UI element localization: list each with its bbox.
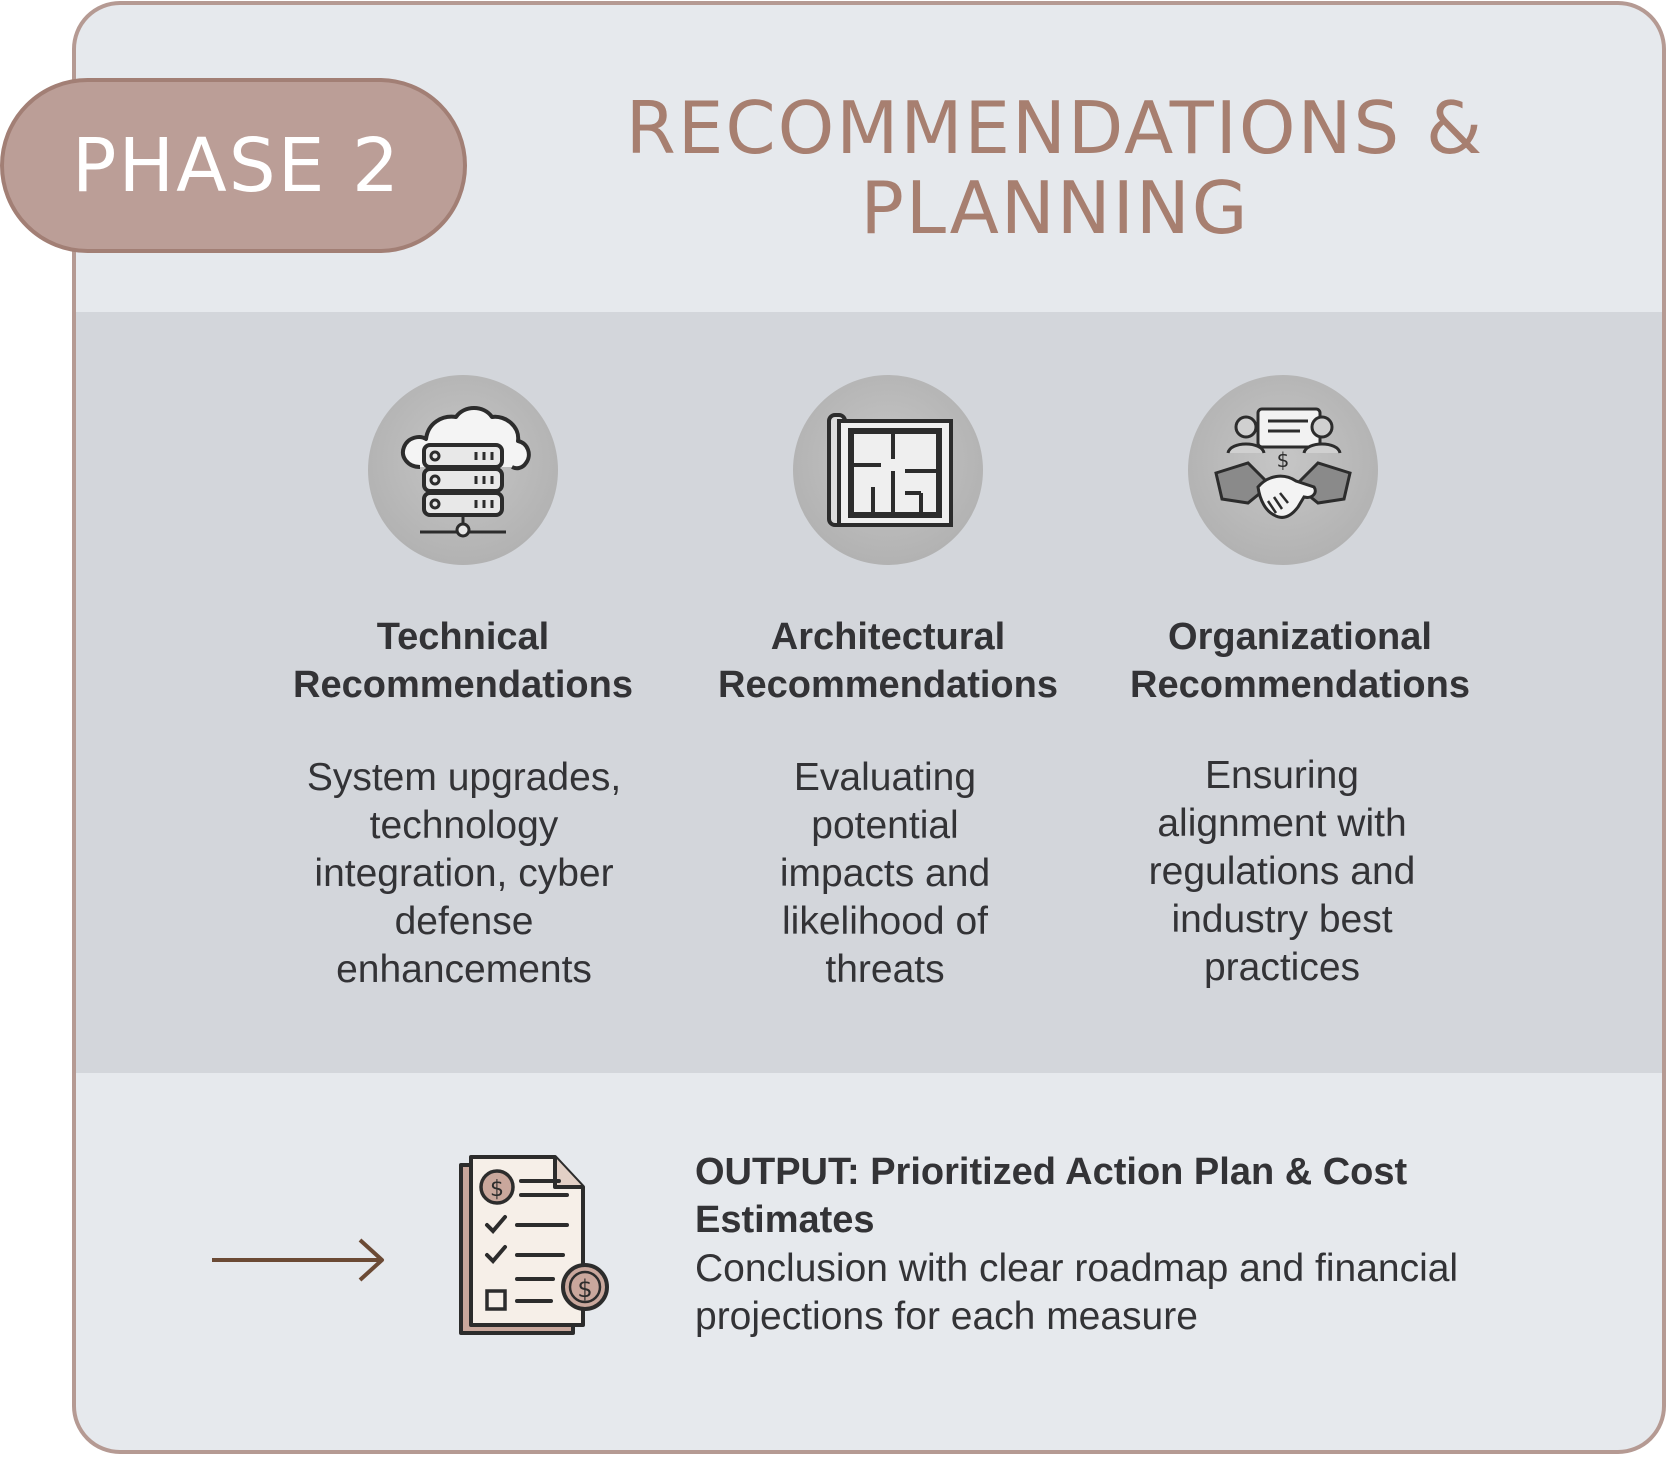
page-title: RECOMMENDATIONS & PLANNING: [625, 86, 1485, 250]
svg-text:$: $: [577, 1275, 592, 1303]
phase-label: PHASE 2: [71, 122, 402, 209]
technical-title-line2: Recommendations: [293, 664, 633, 706]
svg-text:$: $: [490, 1177, 504, 1202]
output-description: Conclusion with clear roadmap and financ…: [695, 1247, 1459, 1338]
organizational-title-line2: Recommendations: [1130, 664, 1470, 706]
svg-text:$: $: [1277, 448, 1290, 472]
technical-recommendations-description: System upgrades, technology integration,…: [306, 756, 622, 991]
organizational-description-text: Ensuring alignment with regulations and …: [1148, 754, 1416, 989]
cost-estimate-document-icon: $ $: [459, 1155, 609, 1335]
cloud-server-icon: [368, 375, 558, 565]
technical-recommendations-title: Technical Recommendations: [263, 613, 663, 709]
architectural-recommendations-title: Architectural Recommendations: [688, 613, 1088, 709]
arrow-right-icon: [212, 1238, 384, 1282]
technical-title-line1: Technical: [376, 616, 550, 658]
architectural-title-line1: Architectural: [770, 616, 1006, 658]
blueprint-icon: [793, 375, 983, 565]
architectural-description-text: Evaluating potential impacts and likelih…: [779, 756, 991, 991]
output-title: OUTPUT: Prioritized Action Plan & Cost E…: [695, 1151, 1408, 1241]
handshake-icon: $: [1188, 375, 1378, 565]
organizational-recommendations-title: Organizational Recommendations: [1100, 613, 1500, 709]
architectural-title-line2: Recommendations: [718, 664, 1058, 706]
phase-badge: PHASE 2: [0, 78, 467, 253]
organizational-recommendations-description: Ensuring alignment with regulations and …: [1092, 752, 1472, 992]
organizational-title-line1: Organizational: [1168, 616, 1432, 658]
architectural-recommendations-description: Evaluating potential impacts and likelih…: [695, 754, 1075, 994]
